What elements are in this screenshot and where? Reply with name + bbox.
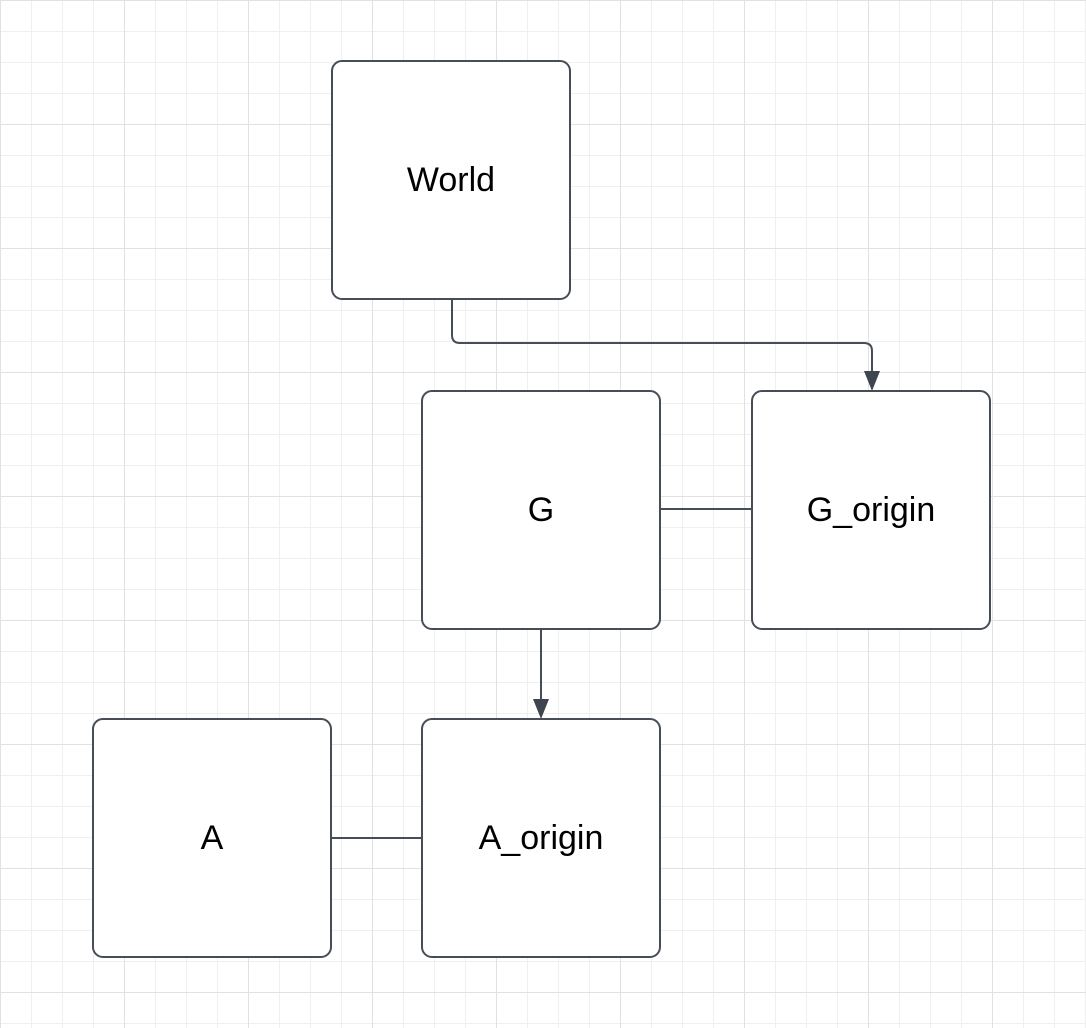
- node-label: G: [527, 491, 555, 529]
- edge-line: [451, 300, 873, 371]
- node-world[interactable]: World: [331, 60, 571, 300]
- node-a[interactable]: A: [92, 718, 332, 958]
- arrowhead-icon: [533, 699, 549, 719]
- edge-g-to-a_origin: [533, 629, 549, 719]
- edge-world-to-g_origin: [451, 300, 880, 391]
- node-a-origin[interactable]: A_origin: [421, 718, 661, 958]
- arrowhead-icon: [864, 371, 880, 391]
- node-g[interactable]: G: [421, 390, 661, 630]
- node-label: A: [200, 819, 224, 857]
- node-g-origin[interactable]: G_origin: [751, 390, 991, 630]
- node-label: G_origin: [806, 491, 936, 529]
- node-label: A_origin: [478, 819, 604, 857]
- node-label: World: [406, 161, 496, 199]
